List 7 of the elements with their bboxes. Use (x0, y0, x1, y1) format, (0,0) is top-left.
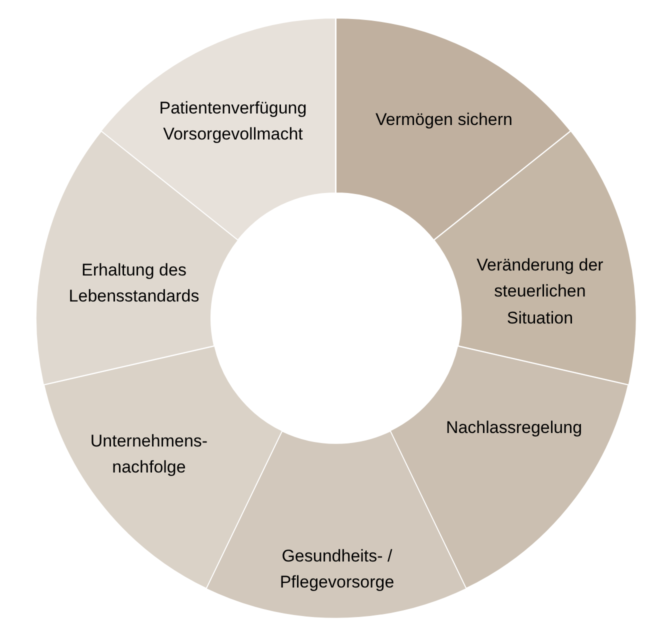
segment-label: Vermögen sichern (374, 108, 514, 131)
segment-label: Erhaltung des Lebensstandards (68, 260, 200, 308)
segment-label: Unternehmens- nachfolge (89, 430, 209, 479)
segment-label: Patientenverfügung Vorsorgevollmacht (158, 98, 308, 146)
segment-label: Nachlassregelung (444, 416, 584, 439)
segment-label: Veränderung der steuerlichen Situation (476, 254, 604, 330)
segment-label: Gesundheits- / Pflegevorsorge (278, 546, 396, 594)
